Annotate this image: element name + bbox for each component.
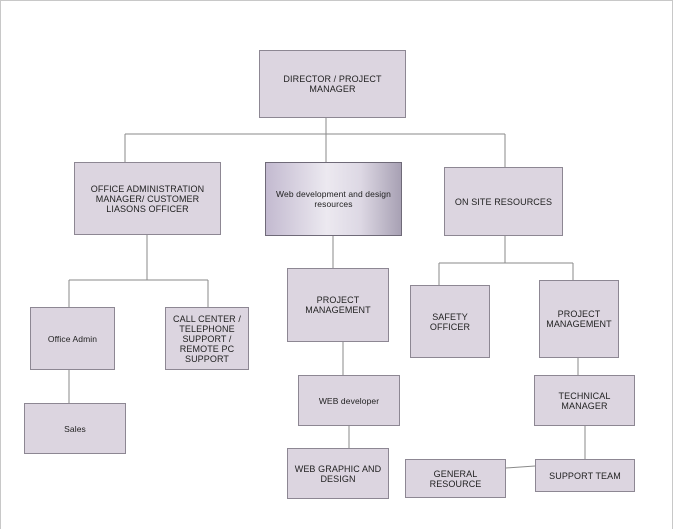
node-web-development-resources[interactable]: Web development and design resources (265, 162, 402, 236)
node-director[interactable]: DIRECTOR / PROJECT MANAGER (259, 50, 406, 118)
node-office-admin[interactable]: Office Admin (30, 307, 115, 370)
node-on-site-resources[interactable]: ON SITE RESOURCES (444, 167, 563, 236)
node-project-management-web[interactable]: PROJECT MANAGEMENT (287, 268, 389, 342)
node-technical-manager[interactable]: TECHNICAL MANAGER (534, 375, 635, 426)
node-safety-officer[interactable]: SAFETY OFFICER (410, 285, 490, 358)
node-general-resource[interactable]: GENERAL RESOURCE (405, 459, 506, 498)
node-sales[interactable]: Sales (24, 403, 126, 454)
node-call-center[interactable]: CALL CENTER / TELEPHONE SUPPORT / REMOTE… (165, 307, 249, 370)
node-web-graphic-design[interactable]: WEB GRAPHIC AND DESIGN (287, 448, 389, 499)
node-project-management-site[interactable]: PROJECT MANAGEMENT (539, 280, 619, 358)
node-office-administration-manager[interactable]: OFFICE ADMINISTRATION MANAGER/ CUSTOMER … (74, 162, 221, 235)
node-web-developer[interactable]: WEB developer (298, 375, 400, 426)
node-support-team[interactable]: SUPPORT TEAM (535, 459, 635, 492)
connector (505, 465, 536, 469)
